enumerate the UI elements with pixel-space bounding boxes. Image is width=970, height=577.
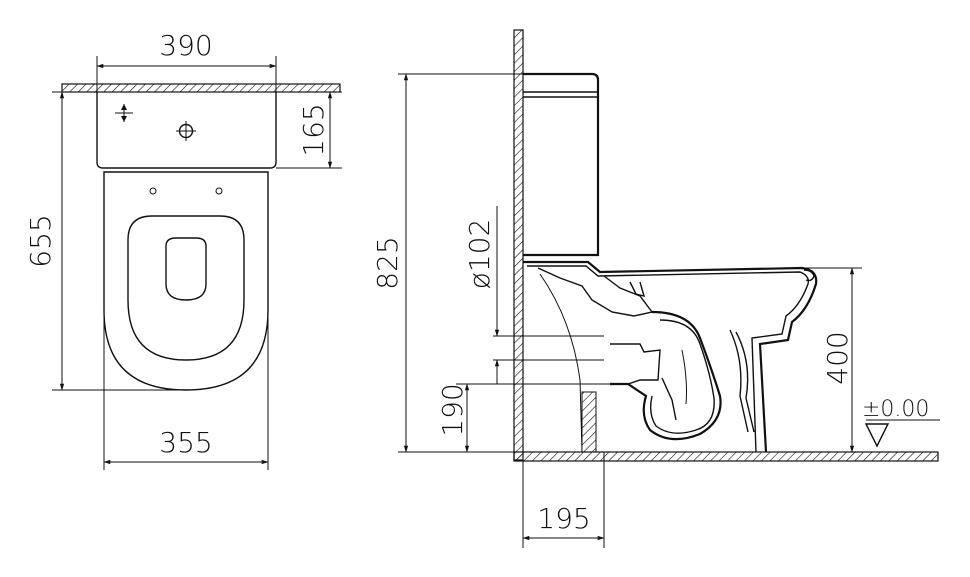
fill-valve-symbol — [115, 104, 133, 122]
side-view-bowl — [523, 260, 818, 453]
top-view-opening — [165, 237, 207, 301]
dim-label-102: ø102 — [463, 219, 496, 290]
dim-label-355: 355 — [159, 426, 212, 459]
hinge-hole-left — [149, 187, 157, 195]
top-view-bowl — [103, 171, 269, 391]
dim-label-655: 655 — [24, 214, 57, 267]
top-view-seat — [127, 215, 245, 361]
dim-195: 195 — [522, 452, 605, 548]
top-view-tank — [96, 92, 277, 169]
dim-390: 390 — [96, 29, 277, 92]
dim-label-825: 825 — [371, 236, 404, 289]
floor-level-label: ±0.00 — [862, 397, 929, 422]
waste-pipe — [539, 273, 597, 453]
floor-level-mark: ±0.00 — [862, 397, 940, 448]
flush-button-symbol — [176, 121, 196, 141]
side-view-tank — [523, 72, 600, 257]
dim-102: ø102 — [463, 206, 604, 384]
dim-label-390: 390 — [159, 29, 212, 62]
top-view: 390 165 655 355 — [24, 29, 342, 470]
side-view-floor — [513, 451, 939, 462]
hinge-hole-right — [215, 187, 223, 195]
dim-655: 655 — [24, 91, 186, 391]
dim-label-400: 400 — [821, 331, 854, 384]
dim-355: 355 — [103, 310, 269, 470]
dim-label-190: 190 — [436, 383, 469, 436]
side-view-wall — [513, 29, 524, 461]
dim-label-195: 195 — [537, 502, 590, 535]
dim-165: 165 — [276, 91, 342, 169]
dim-190: 190 — [436, 383, 612, 453]
dim-label-165: 165 — [297, 103, 330, 156]
dim-825: 825 — [371, 73, 523, 453]
top-view-wall — [61, 83, 341, 93]
dim-400: 400 — [766, 267, 862, 453]
side-view: 825 ø102 190 400 ±0.00 — [371, 29, 940, 548]
